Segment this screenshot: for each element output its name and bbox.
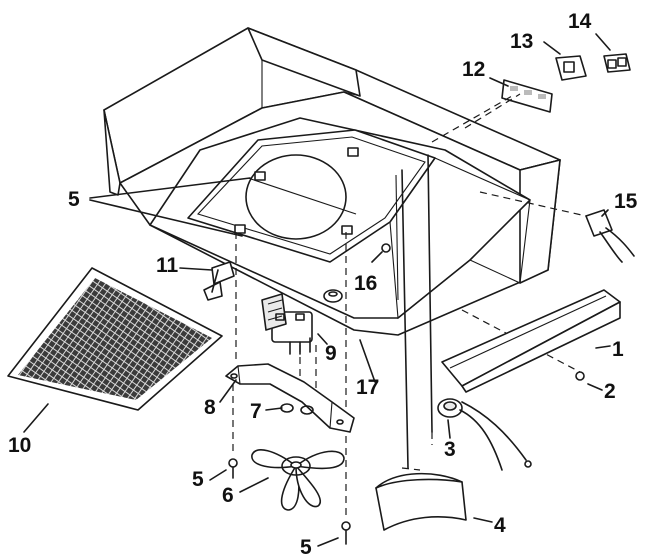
switch-14: [603, 53, 631, 73]
label-part-8: 8: [204, 396, 216, 419]
label-part-6: 6: [222, 484, 234, 507]
label-part-13: 13: [510, 30, 533, 53]
label-part-5-upper: 5: [68, 188, 80, 211]
label-part-12: 12: [462, 58, 485, 81]
screw-lower-left: [228, 458, 238, 479]
hood-body: [103, 27, 561, 469]
label-part-10: 10: [8, 434, 31, 457]
duct-transition: [375, 472, 467, 531]
label-part-7: 7: [250, 400, 262, 423]
leader-lines: [232, 93, 587, 520]
label-part-5-bottom: 5: [300, 536, 312, 559]
fan-blade: [251, 449, 345, 511]
screw-bottom: [341, 521, 351, 545]
grease-filter: [7, 267, 223, 411]
label-part-14: 14: [568, 10, 592, 33]
switch-plate: [501, 79, 553, 113]
label-part-3: 3: [444, 438, 456, 461]
part-labels: 1 2 3 4 5 5 5 6 7 8 9 10 11 12 13 14 15 …: [8, 10, 638, 559]
wire-connector: [585, 209, 635, 263]
screw-2: [575, 371, 585, 381]
grommet: [323, 289, 343, 303]
label-part-16: 16: [354, 272, 377, 295]
screw-16: [381, 243, 391, 253]
label-part-15: 15: [614, 190, 638, 213]
filter-latch: [203, 261, 235, 301]
label-part-4: 4: [494, 514, 506, 537]
label-part-11: 11: [156, 254, 179, 277]
label-part-1: 1: [612, 338, 624, 361]
screws: [228, 458, 351, 545]
pointer-arrows: [23, 33, 611, 547]
lamp-socket: [437, 398, 532, 471]
label-part-5-lower: 5: [192, 468, 204, 491]
switch: [555, 55, 587, 81]
mounting-nuts: [280, 403, 314, 415]
label-part-17: 17: [356, 376, 379, 399]
motor: [261, 293, 313, 355]
label-part-2: 2: [604, 380, 616, 403]
fan-opening: [245, 154, 347, 240]
light-lens: [441, 289, 621, 393]
label-part-9: 9: [325, 342, 337, 365]
motor-bracket: [225, 363, 355, 433]
